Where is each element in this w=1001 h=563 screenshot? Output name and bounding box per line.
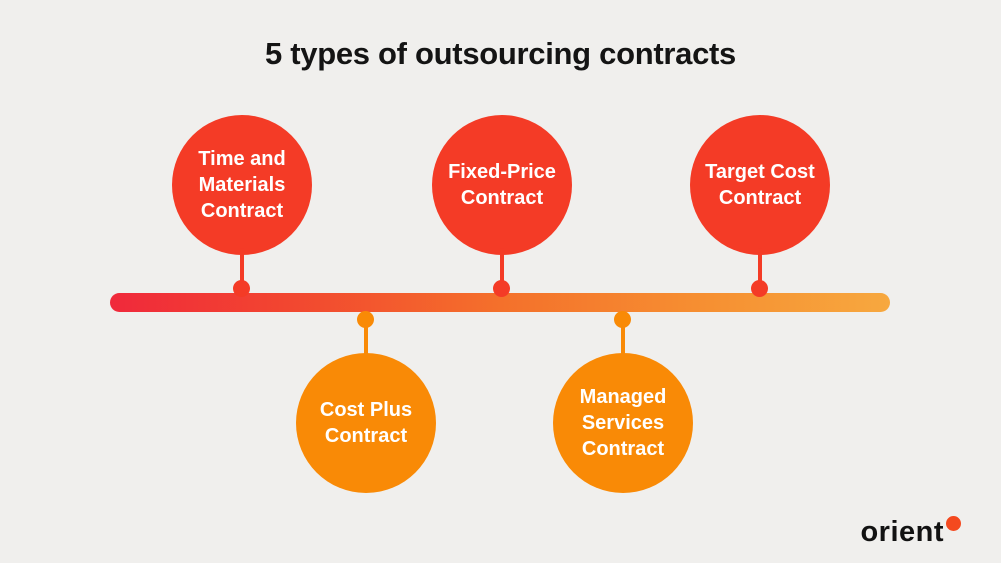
page-title: 5 types of outsourcing contracts bbox=[265, 36, 736, 71]
bubble-managed-services: Managed Services Contract bbox=[553, 353, 693, 493]
connector-dot bbox=[493, 280, 510, 297]
bubble-cost-plus: Cost Plus Contract bbox=[296, 353, 436, 493]
bubble-label: Fixed-Price Contract bbox=[448, 161, 556, 209]
connector-stem bbox=[364, 318, 368, 356]
bubble-target-cost: Target Cost Contract bbox=[690, 115, 830, 255]
bubble-fixed-price: Fixed-Price Contract bbox=[432, 115, 572, 255]
logo-text: orient bbox=[860, 516, 944, 548]
bubble-time-and-materials: Time and Materials Contract bbox=[172, 115, 312, 255]
connector-stem bbox=[500, 248, 504, 290]
connector-stem bbox=[240, 248, 244, 290]
logo-dot-icon bbox=[946, 516, 961, 531]
connector-dot bbox=[751, 280, 768, 297]
bubble-label: Target Cost Contract bbox=[705, 161, 815, 209]
timeline-bar bbox=[110, 293, 890, 312]
bubble-label: Time and Materials Contract bbox=[198, 148, 286, 222]
bubble-label: Cost Plus Contract bbox=[319, 399, 413, 447]
orient-logo: orient bbox=[860, 516, 961, 548]
bubble-label: Managed Services Contract bbox=[579, 386, 667, 460]
connector-stem bbox=[621, 318, 625, 356]
connector-dot bbox=[233, 280, 250, 297]
connector-stem bbox=[758, 248, 762, 290]
